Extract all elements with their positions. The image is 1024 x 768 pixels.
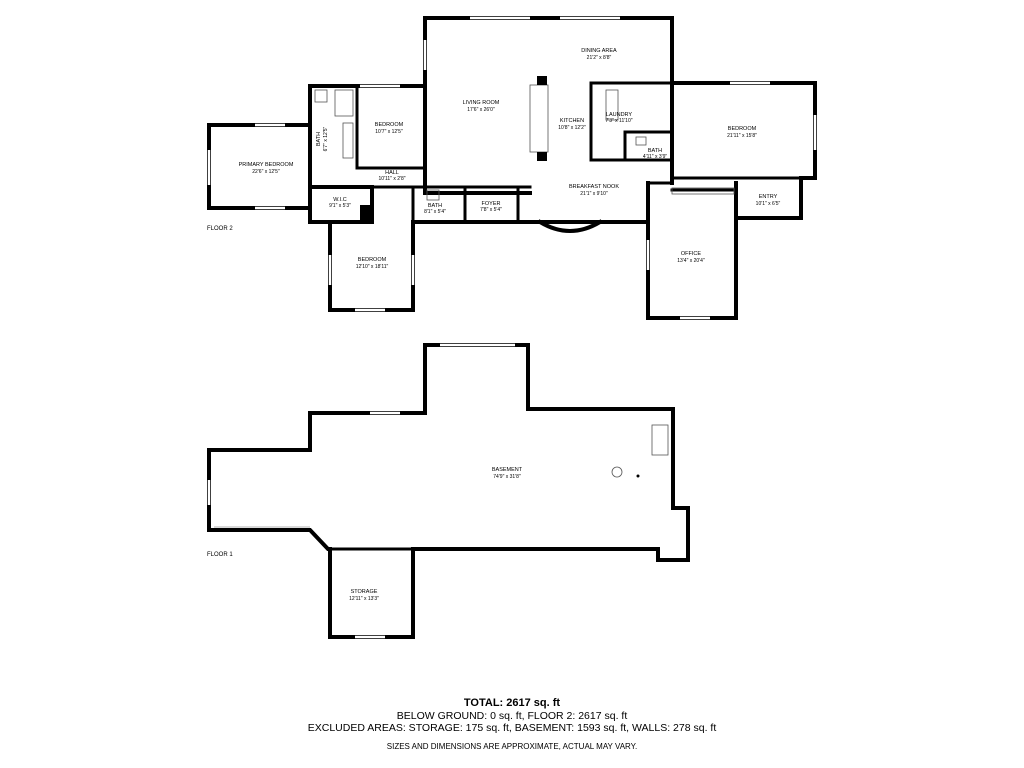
floor-2-label: FLOOR 2 bbox=[207, 226, 233, 232]
room-living-dim: 17'6" x 26'0" bbox=[467, 107, 495, 113]
room-kitchen-dim: 10'8" x 12'2" bbox=[558, 125, 586, 131]
room-dining-dim: 21'2" x 8'8" bbox=[587, 55, 612, 61]
windows-floor-1 bbox=[207, 343, 515, 639]
bay-window bbox=[537, 219, 603, 233]
wall-living-core bbox=[423, 16, 674, 195]
wall-entry bbox=[734, 176, 803, 220]
room-foyer-name: FOYER bbox=[482, 201, 501, 207]
disclaimer: SIZES AND DIMENSIONS ARE APPROXIMATE, AC… bbox=[386, 742, 638, 751]
room-dining-name: DINING AREA bbox=[581, 48, 617, 54]
room-bedroom-mid-dim: 10'7" x 12'5" bbox=[375, 129, 403, 135]
room-breakfast-name: BREAKFAST NOOK bbox=[569, 184, 619, 190]
bath-fixture bbox=[314, 89, 328, 103]
room-wic-dim: 9'1" x 5'3" bbox=[329, 203, 351, 209]
room-bath-small-dim: 4'11" x 3'9" bbox=[643, 154, 667, 160]
room-bedroom-south-dim: 12'10" x 18'11" bbox=[356, 264, 389, 270]
stair-block bbox=[360, 205, 371, 221]
fridge-block bbox=[537, 152, 547, 161]
room-office-dim: 13'4" x 20'4" bbox=[677, 258, 705, 264]
floor-1-plan bbox=[207, 343, 690, 639]
entry-bench bbox=[671, 187, 735, 195]
room-primary-bedroom-dim: 22'6" x 12'5" bbox=[252, 169, 280, 175]
room-bath-hall-name: BATH bbox=[428, 203, 442, 209]
room-hall-dim: 10'11" x 2'8" bbox=[378, 176, 405, 182]
room-entry-dim: 10'1" x 6'5" bbox=[756, 201, 781, 207]
room-bedroom-south-name: BEDROOM bbox=[358, 257, 387, 263]
room-living-name: LIVING ROOM bbox=[463, 100, 500, 106]
room-foyer-dim: 7'8" x 5'4" bbox=[480, 207, 502, 213]
bath-sink bbox=[635, 136, 647, 146]
total-area: TOTAL: 2617 sq. ft bbox=[463, 697, 561, 709]
room-bath-hall-dim: 8'1" x 5'4" bbox=[424, 209, 446, 215]
room-basement-dim: 74'9" x 31'8" bbox=[493, 474, 521, 480]
laundry-machines bbox=[605, 89, 619, 121]
room-storage-dim: 12'11" x 13'3" bbox=[349, 596, 379, 602]
room-laundry-dim: 7'3" x 11'10" bbox=[605, 118, 632, 124]
room-bath-small-name: BATH bbox=[648, 148, 662, 154]
room-entry-name: ENTRY bbox=[759, 194, 778, 200]
basement-drain bbox=[636, 474, 640, 478]
room-wic-name: W.I.C bbox=[333, 197, 346, 203]
area-breakdown: BELOW GROUND: 0 sq. ft, FLOOR 2: 2617 sq… bbox=[396, 710, 628, 722]
room-office-name: OFFICE bbox=[681, 251, 701, 257]
basement-stair bbox=[651, 424, 669, 456]
wall-wic bbox=[308, 185, 374, 224]
room-bedroom-east-dim: 21'11" x 15'8" bbox=[727, 133, 757, 139]
wall-basement-outline bbox=[207, 343, 690, 639]
room-laundry-name: LAUNDRY bbox=[606, 112, 633, 118]
room-bath-primary-dim: 6'7" x 12'5" bbox=[323, 126, 329, 151]
room-kitchen-name: KITCHEN bbox=[560, 118, 584, 124]
room-primary-bedroom-name: PRIMARY BEDROOM bbox=[239, 162, 294, 168]
shower bbox=[334, 89, 354, 117]
kitchen-island bbox=[529, 84, 549, 153]
room-breakfast-dim: 21'1" x 9'10" bbox=[580, 191, 608, 197]
room-bath-primary-name: BATH bbox=[316, 132, 322, 146]
hall-bath-vanity bbox=[426, 189, 440, 201]
room-basement-name: BASEMENT bbox=[492, 467, 523, 473]
vanity bbox=[342, 122, 354, 159]
floor-2-plan bbox=[207, 16, 817, 320]
basement-utility bbox=[611, 466, 623, 478]
floor-1-label: FLOOR 1 bbox=[207, 552, 233, 558]
windows-floor-2 bbox=[207, 16, 817, 320]
excluded-areas: EXCLUDED AREAS: STORAGE: 175 sq. ft, BAS… bbox=[307, 722, 717, 734]
room-storage-name: STORAGE bbox=[351, 589, 378, 595]
room-hall-name: HALL bbox=[385, 170, 399, 176]
range-block bbox=[537, 76, 547, 85]
room-bedroom-east-name: BEDROOM bbox=[728, 126, 757, 132]
room-bedroom-mid-name: BEDROOM bbox=[375, 122, 404, 128]
